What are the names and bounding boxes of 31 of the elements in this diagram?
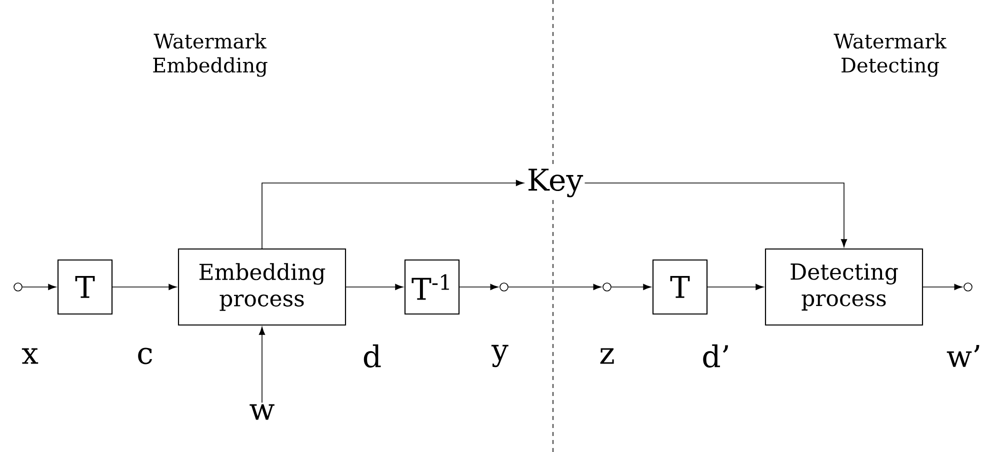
- process-box: Detecting process: [764, 248, 924, 326]
- signal-label: Key: [526, 167, 584, 199]
- signal-label: y: [491, 344, 508, 368]
- arrow: [707, 284, 764, 290]
- arrow: [346, 284, 404, 290]
- arrow: [584, 182, 848, 248]
- terminal-circle: [964, 282, 972, 292]
- arrow: [22, 284, 56, 290]
- section-heading: Watermark Detecting: [834, 33, 947, 77]
- transform-box: T$^{-1}$: [404, 259, 460, 315]
- signal-label: z: [600, 348, 614, 364]
- section-heading: Watermark Embedding: [153, 33, 268, 77]
- arrow: [459, 284, 498, 290]
- terminal-circle: [500, 282, 508, 292]
- process-box: Embedding process: [178, 248, 346, 326]
- signal-label: w’: [946, 345, 980, 367]
- arrow: [258, 326, 266, 403]
- terminal-circle: [602, 282, 612, 292]
- signal-label: d’: [703, 344, 728, 368]
- signal-label: x: [22, 348, 38, 364]
- signal-label: d: [364, 344, 381, 368]
- arrow: [508, 284, 602, 290]
- arrow: [112, 284, 177, 290]
- arrow: [922, 284, 962, 290]
- terminal-circle: [14, 282, 22, 292]
- transform-box: T: [57, 259, 113, 315]
- signal-label: w: [248, 402, 276, 422]
- arrow: [262, 180, 524, 249]
- signal-label: c: [138, 348, 152, 364]
- arrow: [611, 284, 652, 290]
- transform-box: T: [652, 259, 708, 315]
